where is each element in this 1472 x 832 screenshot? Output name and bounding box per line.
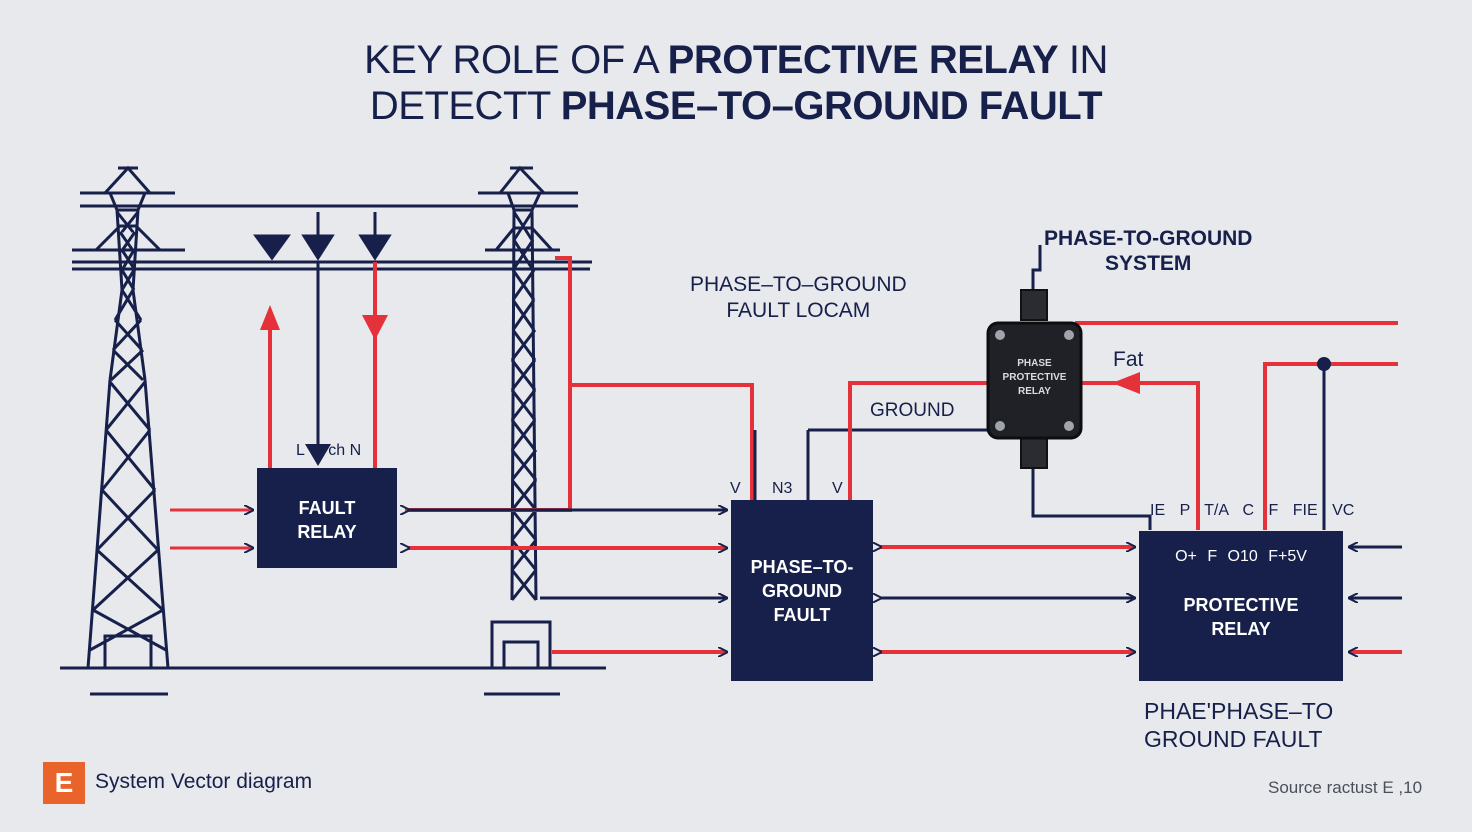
title-line2-prefix: DETECTT bbox=[369, 84, 561, 128]
device-bottom-wire bbox=[1031, 465, 1152, 530]
mid-top-label-2: N3 bbox=[772, 480, 793, 497]
title-line1-suffix: IN bbox=[1058, 38, 1109, 82]
junction-dot bbox=[1317, 357, 1331, 371]
title-line2-bold: PHASE–TO–GROUND FAULT bbox=[560, 84, 1103, 128]
left-transmission-tower bbox=[72, 165, 185, 696]
protective-box-label: PROTECTIVE RELAY bbox=[1139, 593, 1343, 641]
fault-relay-label: FAULT RELAY bbox=[257, 496, 397, 544]
mid-box-line1: PHASE–TO- bbox=[750, 557, 854, 577]
right-input-arrows bbox=[1350, 547, 1402, 652]
mid-box-line3: FAULT bbox=[773, 605, 831, 625]
device-line1: PHASE bbox=[1017, 358, 1052, 369]
mid-top-label-1: V bbox=[730, 480, 741, 497]
system-label: PHASE-TO-GROUND SYSTEM bbox=[1044, 226, 1252, 276]
footer-caption: System Vector diagram bbox=[95, 770, 313, 793]
bottom-right-label: PHAE'PHASE–TO GROUND FAULT bbox=[1144, 697, 1333, 753]
protective-relay-device bbox=[986, 289, 1083, 469]
fault-relay-box bbox=[257, 468, 397, 568]
title-line-1: KEY ROLE OF A PROTECTIVE RELAY IN bbox=[0, 36, 1472, 84]
red-wire-to-device bbox=[848, 381, 992, 500]
conductor-arrows bbox=[253, 212, 392, 261]
relay-to-mid-links bbox=[408, 510, 726, 652]
mid-top-label-3: V bbox=[832, 480, 843, 497]
red-feeder-line bbox=[405, 256, 572, 512]
ground-label: GROUND bbox=[870, 400, 955, 421]
title-line1-bold: PROTECTIVE RELAY bbox=[667, 38, 1059, 82]
footer-source: Source ractust E ,10 bbox=[1268, 778, 1423, 797]
device-top-wire bbox=[1031, 245, 1042, 300]
left-box-top-label: L W ch N bbox=[296, 442, 362, 459]
protective-box-header: O+ F O10 F+5V bbox=[1175, 548, 1307, 565]
right-top-row-label: IE P T/A C F FIE VC bbox=[1150, 502, 1355, 519]
right-red-loop bbox=[1263, 362, 1398, 530]
title-line1-prefix: KEY ROLE OF A bbox=[364, 38, 668, 82]
fault-locam-label: PHASE–TO–GROUND FAULT LOCAM bbox=[690, 272, 907, 324]
title-line-2: DETECTT PHASE–TO–GROUND FAULT bbox=[0, 82, 1472, 130]
fault-locam-line2: FAULT LOCAM bbox=[726, 299, 871, 322]
fault-relay-line1: FAULT bbox=[298, 498, 356, 518]
brand-logo-badge: E bbox=[43, 762, 85, 804]
fault-locam-line1: PHASE–TO–GROUND bbox=[690, 273, 907, 296]
mid-box-label: PHASE–TO- GROUND FAULT bbox=[731, 555, 873, 627]
mid-box-line2: GROUND bbox=[762, 581, 842, 601]
fat-arrow bbox=[1112, 372, 1140, 394]
fat-label: Fat bbox=[1113, 348, 1144, 371]
system-line1: PHASE-TO-GROUND bbox=[1044, 227, 1253, 250]
protective-box-line2: RELAY bbox=[1211, 619, 1271, 639]
overhead-conductors bbox=[72, 204, 592, 271]
bottom-right-line1: PHAE'PHASE–TO bbox=[1144, 698, 1334, 724]
mid-to-relay-links bbox=[880, 547, 1134, 652]
fault-relay-feeds bbox=[260, 262, 388, 468]
device-line3: RELAY bbox=[1018, 386, 1051, 397]
middle-transmission-tower bbox=[478, 165, 578, 696]
left-input-arrows bbox=[170, 510, 252, 548]
system-line2: SYSTEM bbox=[1105, 252, 1192, 275]
phase-to-ground-fault-box bbox=[731, 500, 873, 681]
red-feeder-to-mid bbox=[570, 383, 754, 500]
fault-relay-line2: RELAY bbox=[297, 522, 357, 542]
device-line2: PROTECTIVE bbox=[1002, 372, 1067, 383]
bottom-right-line2: GROUND FAULT bbox=[1144, 726, 1323, 752]
device-label: PHASE PROTECTIVE RELAY bbox=[988, 357, 1081, 399]
protective-relay-box bbox=[1139, 531, 1343, 681]
protective-box-line1: PROTECTIVE bbox=[1183, 595, 1299, 615]
